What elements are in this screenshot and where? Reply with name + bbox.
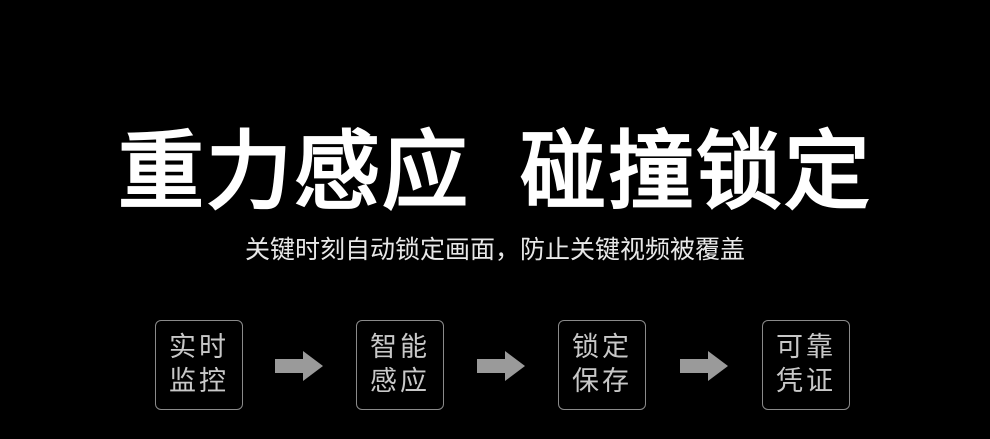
step-label-line2: 凭证 [776, 366, 836, 397]
step-label-line2: 保存 [572, 366, 632, 397]
step-label-line2: 监控 [169, 366, 229, 397]
subtitle: 关键时刻自动锁定画面，防止关键视频被覆盖 [244, 235, 745, 264]
headline-gravity-sensing: 重力感应 [118, 122, 470, 222]
headline-collision-lock: 碰撞锁定 [520, 122, 872, 222]
step-label-line1: 实时 [169, 332, 229, 363]
step-label-line1: 智能 [370, 332, 430, 363]
step-label-line1: 可靠 [776, 332, 836, 363]
step-label-line1: 锁定 [572, 332, 632, 363]
right-arrow-icon [680, 351, 728, 381]
step-realtime-monitoring: 实时 监控 [155, 320, 243, 410]
right-arrow-icon [477, 351, 525, 381]
headline: 重力感应 碰撞锁定 [0, 122, 990, 222]
step-lock-save: 锁定 保存 [558, 320, 646, 410]
right-arrow-icon [275, 351, 323, 381]
step-reliable-evidence: 可靠 凭证 [762, 320, 850, 410]
step-smart-sensing: 智能 感应 [356, 320, 444, 410]
process-steps: 实时 监控 智能 感应 锁定 保存 可靠 凭证 [155, 320, 855, 412]
step-label-line2: 感应 [370, 366, 430, 397]
